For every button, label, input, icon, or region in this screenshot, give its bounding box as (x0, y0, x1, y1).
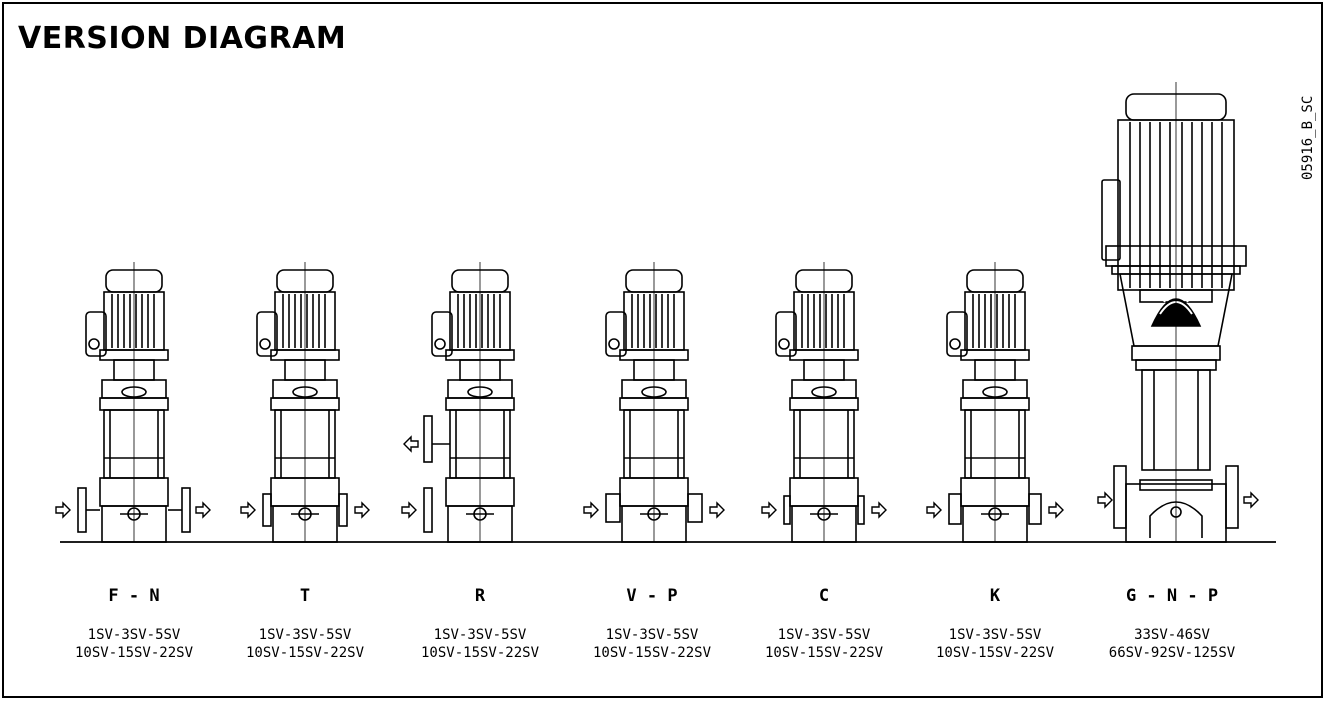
models-line2-r: 10SV-15SV-22SV (420, 645, 540, 661)
models-line2-v-p: 10SV-15SV-22SV (592, 645, 712, 661)
models-line2-f-n: 10SV-15SV-22SV (74, 645, 194, 661)
version-label-k: K (989, 586, 1001, 606)
pump-v-p-drawing (583, 261, 725, 543)
version-label-v-p: V - P (626, 586, 678, 606)
models-line1-g-n-p: 33SV-46SV (1134, 627, 1210, 643)
models-line2-g-n-p: 66SV-92SV-125SV (1108, 645, 1236, 661)
models-line1-f-n: 1SV-3SV-5SV (87, 627, 181, 643)
diagram-title: VERSION DIAGRAM (18, 21, 347, 56)
version-label-t: T (299, 586, 311, 606)
pump-t-drawing (240, 261, 370, 543)
models-line2-c: 10SV-15SV-22SV (764, 645, 884, 661)
models-line2-k: 10SV-15SV-22SV (935, 645, 1055, 661)
pump-g-n-p-drawing (1101, 82, 1247, 543)
version-label-g-n-p: G - N - P (1125, 586, 1219, 606)
models-line1-c: 1SV-3SV-5SV (777, 627, 871, 643)
models-line2-t: 10SV-15SV-22SV (245, 645, 365, 661)
version-label-r: R (474, 586, 486, 606)
models-line1-v-p: 1SV-3SV-5SV (605, 627, 699, 643)
pump-r-drawing (401, 261, 515, 543)
models-line1-t: 1SV-3SV-5SV (258, 627, 352, 643)
version-label-c: C (818, 586, 830, 606)
pump-f-n-drawing (55, 261, 211, 543)
pump-k-drawing (926, 261, 1064, 543)
models-line1-k: 1SV-3SV-5SV (948, 627, 1042, 643)
models-line1-r: 1SV-3SV-5SV (433, 627, 527, 643)
pump-c-drawing (761, 261, 887, 543)
version-label-f-n: F - N (108, 586, 160, 606)
